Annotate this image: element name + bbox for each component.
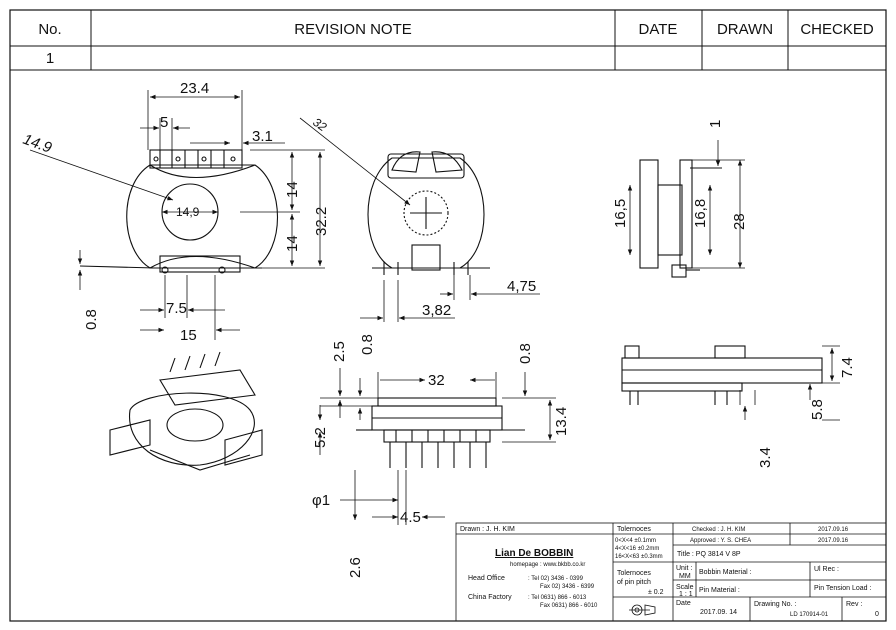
rev-header-no: No.: [38, 21, 61, 38]
front-elevation-dimension-lines: [317, 368, 556, 525]
tb-head-office-fax: Fax 02) 3436 - 6399: [540, 584, 595, 590]
dim-bore-dia: 14,9: [176, 205, 200, 219]
dim-bottom-pitch: 7.5: [166, 300, 187, 317]
dim-pin-dia: φ1: [312, 492, 330, 509]
rev-header-drawn: DRAWN: [717, 21, 773, 38]
sheet-border: [9, 9, 887, 622]
isometric-view: [109, 351, 263, 471]
dim-front-h5: 5.2: [312, 427, 329, 448]
dim-pin-length: 2.6: [347, 557, 364, 578]
dim-front-h3: 0.8: [517, 343, 534, 364]
tb-ul-rec: Ul Rec :: [814, 566, 839, 573]
tb-unit-value: MM: [679, 573, 691, 580]
dim-front-width: 32: [428, 372, 445, 389]
tb-head-office-label: Head Office: [468, 575, 505, 582]
tb-tol-3: 16<X<63 ±0.3mm: [615, 554, 663, 560]
tb-china-factory-tel: : Tel 0631) 866 - 6013: [528, 595, 587, 601]
rev-header-date: DATE: [639, 21, 678, 38]
tb-pitch-tol-label: Tolernoces: [617, 570, 651, 577]
dim-pin-offset: 3.1: [252, 128, 273, 145]
tb-china-factory-label: China Factory: [468, 594, 512, 601]
tb-pin-material: Pin Material :: [699, 587, 740, 594]
tb-checked-date: 2017.09.16: [818, 527, 849, 533]
side-view: [639, 159, 722, 278]
dim-front-h2: 0.8: [359, 334, 376, 355]
rev-header-note: REVISION NOTE: [294, 21, 412, 38]
tb-rev-value: 0: [875, 611, 879, 618]
tb-date-value: 2017.09. 14: [700, 609, 737, 616]
top-view: [621, 345, 823, 405]
tb-date-label: Date: [676, 600, 691, 607]
dim-upper-half: 14: [284, 181, 301, 198]
tb-homepage: homepage : www.bkbb.co.kr: [510, 562, 585, 568]
dim-side-h3: 28: [731, 213, 748, 230]
tb-pin-tension: Pin Tension Load :: [814, 585, 872, 592]
tb-scale-value: 1 : 1: [679, 591, 693, 598]
side-view-dimension-lines: [627, 140, 745, 269]
dim-rear-dia: 32: [310, 115, 329, 134]
tb-rev-label: Rev :: [846, 601, 862, 608]
revision-table: [10, 10, 886, 71]
tb-title: Title : PQ 3814 V 8P: [677, 551, 741, 558]
rear-view-dimension-lines: [299, 117, 540, 322]
dim-pin-pitch: 5: [160, 114, 168, 131]
tb-tol-2: 4<X<16 ±0.2mm: [615, 546, 659, 552]
dim-pin-base: 0.8: [83, 309, 100, 330]
tb-scale-label: Scale: [676, 584, 694, 591]
tb-unit-label: Unit :: [676, 565, 692, 572]
dim-lower-half: 14: [284, 235, 301, 252]
rev-header-checked: CHECKED: [800, 21, 874, 38]
tb-approved: Approved : Y. S. CHEA: [690, 538, 751, 544]
tb-checked: Checked : J. H. KIM: [692, 527, 745, 533]
tb-china-factory-fax: Fax 0631) 866 - 6010: [540, 603, 598, 609]
dim-pin-pitch-front: 4.5: [400, 509, 421, 526]
tb-bobbin-material: Bobbin Material :: [699, 569, 752, 576]
dim-side-h2: 16,8: [692, 199, 709, 228]
top-view-dimension-lines: [739, 345, 840, 421]
dim-front-h4: 13.4: [553, 407, 570, 436]
rear-view: [367, 151, 490, 275]
dim-pin-spacing-b: 3,82: [422, 302, 451, 319]
title-block: [455, 522, 887, 622]
front-elevation: [356, 397, 525, 468]
tb-pitch-tol-value: ± 0.2: [648, 589, 664, 596]
tb-drawing-no-label: Drawing No. :: [754, 601, 796, 608]
dim-bottom-width: 15: [180, 327, 197, 344]
rev-row-1-no: 1: [46, 50, 54, 67]
tb-head-office-tel: : Tel 02) 3436 - 0399: [528, 576, 584, 582]
dim-top-view-h2: 5.8: [809, 399, 826, 420]
front-view: [79, 149, 279, 274]
dim-pin-spacing-a: 4,75: [507, 278, 536, 295]
dim-top-width: 23.4: [180, 80, 209, 97]
tb-drawing-no-value: LD 170914-01: [790, 612, 829, 618]
dim-front-h1: 2.5: [331, 341, 348, 362]
dim-side-h1: 16,5: [612, 199, 629, 228]
dim-top-view-h3: 3.4: [757, 447, 774, 468]
dim-top-view-h1: 7.4: [839, 357, 856, 378]
tb-company: Lian De BOBBIN: [495, 548, 573, 559]
tb-drawn: Drawn : J. H. KIM: [460, 526, 515, 533]
dim-total-height: 32.2: [313, 207, 330, 236]
front-view-dimension-lines: [29, 90, 325, 340]
tb-tolerances-label: Tolernoces: [617, 526, 651, 533]
dim-side-thickness: 1: [707, 120, 724, 128]
tb-pitch-tol-label2: of pin pitch: [617, 579, 651, 586]
tb-tol-1: 0<X<4 ±0.1mm: [615, 538, 656, 544]
tb-approved-date: 2017.09.16: [818, 538, 849, 544]
